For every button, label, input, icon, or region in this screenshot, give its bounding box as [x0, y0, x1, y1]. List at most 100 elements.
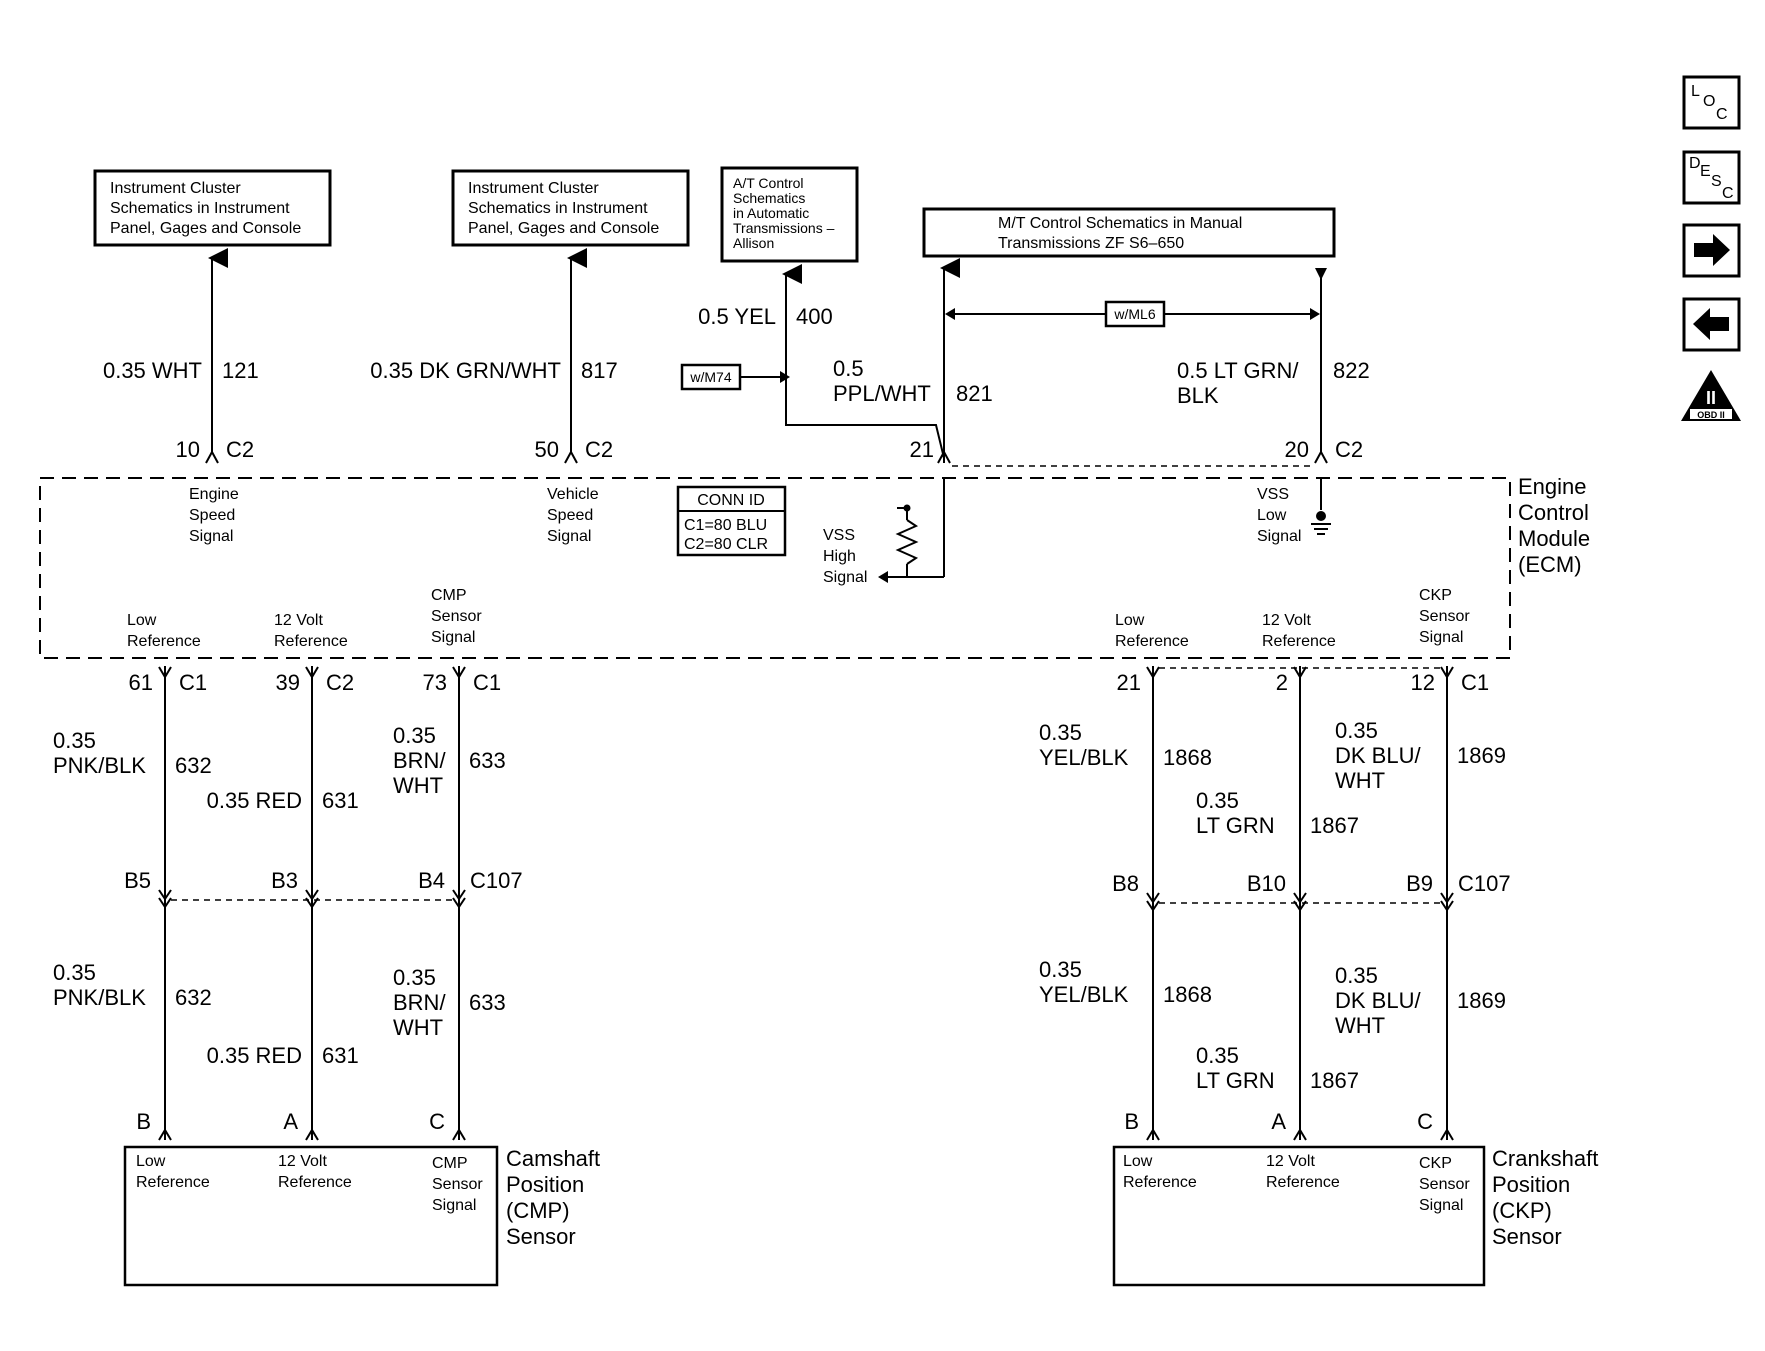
wire-color: PNK/BLK [53, 753, 146, 778]
ref-line: Schematics in Instrument [468, 200, 648, 217]
wire-color: 0.35 RED [207, 788, 302, 813]
pin-terminal [1440, 1128, 1454, 1141]
ref-line: M/T Control Schematics in Manual [998, 215, 1242, 232]
warning-triangle-icon [1681, 370, 1741, 421]
pin-terminal [158, 1128, 172, 1141]
pin-terminal [564, 449, 578, 464]
circuit-number: 632 [175, 753, 212, 778]
ckp-sensor: Low Reference 12 Volt Reference CKP Sens… [1112, 1145, 1486, 1287]
desc-letter: C [1722, 185, 1734, 202]
ref-line: Allison [733, 235, 774, 251]
ecm-pin-label: Sensor [1419, 608, 1470, 625]
circuit-number: 1868 [1163, 982, 1212, 1007]
circuit-number: 822 [1333, 358, 1370, 383]
ecm-pin-label: 12 Volt [274, 612, 323, 629]
wire-color: LT GRN [1196, 813, 1275, 838]
sensor-pin-label: Signal [432, 1197, 476, 1214]
pin-terminal [452, 666, 466, 679]
ref-box-at-control[interactable]: A/T Control Schematics in Automatic Tran… [720, 166, 859, 263]
wire-color: 0.35 [1196, 1043, 1239, 1068]
circuit-number: 1867 [1310, 1068, 1359, 1093]
wire-color: 0.35 [1039, 957, 1082, 982]
obd-ii-button[interactable]: II OBD II [1681, 370, 1741, 421]
ecm-signal-label: Vehicle [547, 486, 599, 503]
ref-line: Instrument Cluster [110, 180, 241, 197]
sensor-name: Camshaft [506, 1146, 600, 1171]
terminal-letter: A [1271, 1109, 1286, 1134]
wire-color: PNK/BLK [53, 985, 146, 1010]
ref-box-mt-control[interactable]: M/T Control Schematics in Manual Transmi… [922, 207, 1336, 258]
wire-color: 0.35 [1196, 788, 1239, 813]
obd-label: OBD II [1697, 410, 1725, 420]
description-button[interactable]: D E S C [1682, 150, 1741, 205]
terminal-letter: A [283, 1109, 298, 1134]
inline-pin: B10 [1247, 871, 1286, 896]
pin-terminal [158, 666, 172, 679]
wire-color: 0.35 [1039, 720, 1082, 745]
sensor-name: Sensor [506, 1224, 576, 1249]
sensor-pin-label: Reference [1123, 1174, 1197, 1191]
ecm-signal-label: Low [1257, 507, 1287, 524]
wire-color: 0.35 WHT [103, 358, 202, 383]
next-page-button[interactable] [1682, 223, 1741, 278]
desc-letter: S [1711, 173, 1722, 190]
wire-color: 0.5 YEL [698, 304, 776, 329]
wire-color: 0.35 [53, 960, 96, 985]
connector-id: C2 [585, 437, 613, 462]
wire-color: 0.35 [1335, 718, 1378, 743]
sensor-name: (CMP) [506, 1198, 570, 1223]
wire-color: WHT [393, 1015, 443, 1040]
pin-number: 61 [129, 670, 153, 695]
ref-box-instrument-cluster-left[interactable]: Instrument Cluster Schematics in Instrum… [93, 169, 332, 247]
inline-connector-c107-right [1146, 892, 1454, 912]
pin-terminal [1146, 1128, 1160, 1141]
ecm-pin-label: Signal [1419, 629, 1463, 646]
previous-page-button[interactable] [1682, 297, 1741, 352]
ref-line: Instrument Cluster [468, 180, 599, 197]
terminal-letter: B [136, 1109, 151, 1134]
connector-id: C1 [473, 670, 501, 695]
ecm-pin-label: Reference [1262, 633, 1336, 650]
wire-color: WHT [1335, 768, 1385, 793]
pin-terminal [1440, 666, 1454, 679]
connector-id: C1 [1461, 670, 1489, 695]
inline-pin: B8 [1112, 871, 1139, 896]
ref-box-instrument-cluster-mid[interactable]: Instrument Cluster Schematics in Instrum… [451, 169, 690, 247]
sensor-pin-label: Reference [136, 1174, 210, 1191]
ref-line: Transmissions ZF S6–650 [998, 235, 1184, 252]
ecm-pin-label: Reference [127, 633, 201, 650]
ecm-pin-label: Reference [1115, 633, 1189, 650]
wire-color: BRN/ [393, 748, 446, 773]
ecm-pin-label: Reference [274, 633, 348, 650]
ground-icon [1311, 478, 1331, 535]
inline-pin: B4 [418, 868, 445, 893]
pin-terminal [452, 1128, 466, 1141]
wire-color: WHT [1335, 1013, 1385, 1038]
sensor-name: Position [506, 1172, 584, 1197]
circuit-number: 633 [469, 990, 506, 1015]
wire-color: YEL/BLK [1039, 745, 1129, 770]
ecm-signal-label: Engine [189, 486, 239, 503]
inline-pin: B3 [271, 868, 298, 893]
sensor-name: Crankshaft [1492, 1146, 1598, 1171]
sensor-pin-label: Reference [1266, 1174, 1340, 1191]
option-label: w/ML6 [1113, 306, 1155, 322]
sensor-pin-label: 12 Volt [278, 1153, 327, 1170]
pin-terminal [205, 449, 219, 464]
ecm-pin-label: Low [1115, 612, 1145, 629]
wire-color: YEL/BLK [1039, 982, 1129, 1007]
option-label: w/M74 [689, 369, 731, 385]
location-button[interactable]: L O C [1682, 75, 1741, 130]
arrow-down-icon [1315, 268, 1327, 280]
inline-pin: B9 [1406, 871, 1433, 896]
circuit-number: 1869 [1457, 743, 1506, 768]
wire-color: 0.35 [393, 965, 436, 990]
pin-terminal [1293, 666, 1307, 679]
wire-color: 0.35 [1335, 963, 1378, 988]
terminal-letter: C [429, 1109, 445, 1134]
arrow-left-icon [1693, 308, 1729, 340]
ecm-signal-label: VSS [823, 527, 855, 544]
sensor-name: Sensor [1492, 1224, 1562, 1249]
inline-connector-id: C107 [470, 868, 523, 893]
